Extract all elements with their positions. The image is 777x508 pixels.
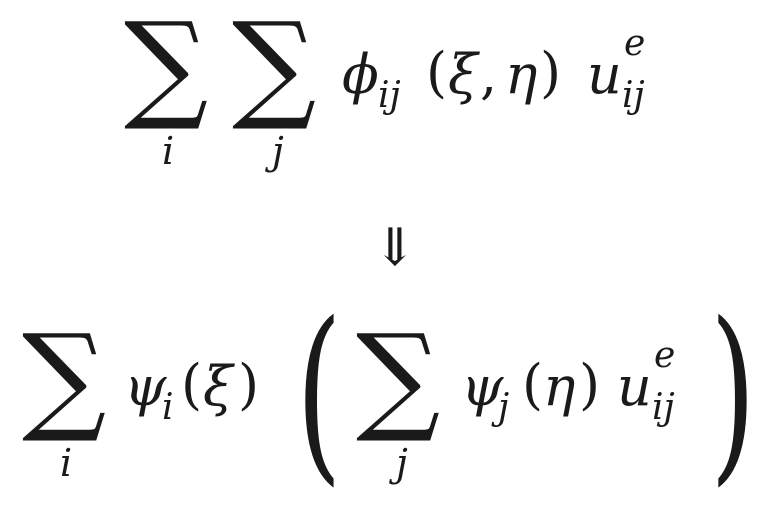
- u-subscript: ij: [622, 75, 645, 116]
- eta-symbol: η: [543, 355, 576, 418]
- u-symbol: u: [587, 43, 622, 106]
- summation-sign-i: ∑: [22, 308, 107, 446]
- close-paren: ): [540, 41, 562, 104]
- summation-sign-j: ∑: [232, 0, 317, 134]
- u-subscript: ij: [652, 387, 675, 428]
- comma: ,: [480, 43, 498, 106]
- phi-symbol: ϕ: [342, 43, 379, 106]
- summation-index-i: i: [60, 441, 73, 485]
- eta-symbol: η: [505, 43, 538, 106]
- psi-2-subscript: j: [498, 387, 510, 428]
- summation-sign-j: ∑: [356, 308, 441, 446]
- big-close-paren: ): [710, 282, 756, 503]
- open-paren-1: (: [181, 353, 203, 416]
- summation-index-j: j: [396, 441, 408, 485]
- open-paren: (: [426, 41, 448, 104]
- open-paren-2: (: [522, 353, 544, 416]
- summation-sign-i: ∑: [124, 0, 209, 134]
- u-symbol: u: [617, 355, 652, 418]
- xi-symbol: ξ: [203, 355, 233, 418]
- close-paren-2: ): [579, 353, 601, 416]
- implies-down-arrow: ⇓: [373, 218, 417, 278]
- phi-subscript: ij: [378, 75, 401, 116]
- summation-index-j: j: [272, 129, 284, 173]
- u-superscript: e: [654, 335, 676, 376]
- u-superscript: e: [624, 23, 646, 64]
- psi-1-subscript: i: [162, 387, 174, 428]
- psi-symbol-2: ψ: [461, 355, 504, 418]
- summation-index-i: i: [162, 129, 175, 173]
- xi-symbol: ξ: [448, 43, 478, 106]
- big-open-paren: (: [296, 282, 342, 503]
- close-paren-1: ): [238, 353, 260, 416]
- psi-symbol-1: ψ: [124, 355, 167, 418]
